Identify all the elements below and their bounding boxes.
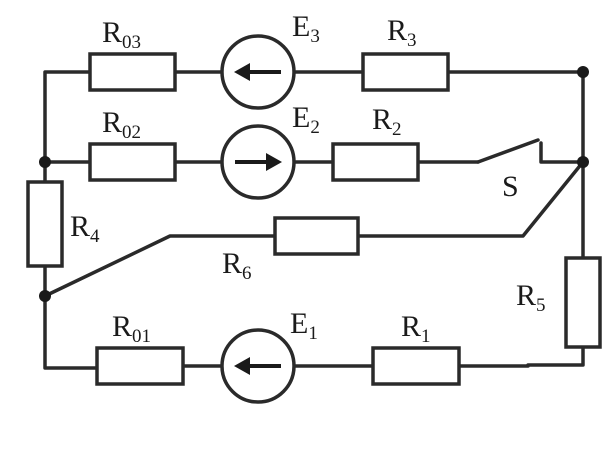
resistor-r1: [371, 346, 461, 386]
label-e1: E1: [290, 307, 318, 344]
wire-right-vertical: [526, 160, 585, 367]
label-r5: R5: [516, 279, 546, 316]
resistor-r03: [88, 52, 177, 92]
label-r02: R02: [102, 106, 141, 143]
arrow-left-icon: [234, 63, 250, 81]
source-e3: [220, 34, 296, 110]
resistor-r5: [564, 256, 602, 349]
label-r6: R6: [222, 247, 252, 284]
switch-blade: [476, 138, 540, 164]
label-r2: R2: [372, 103, 402, 140]
switch-contact: [539, 141, 585, 164]
resistor-r6: [273, 216, 360, 256]
resistor-r2: [331, 142, 420, 182]
label-r03: R03: [102, 16, 141, 53]
arrow-left-icon: [234, 357, 250, 375]
label-r01: R01: [112, 310, 151, 347]
node-top-right: [577, 66, 589, 78]
source-e2: [220, 124, 296, 200]
wire-r6-branch: [43, 160, 585, 298]
label-r3: R3: [387, 14, 417, 51]
wire-top-branch: [43, 70, 585, 164]
arrow-right-icon: [266, 153, 282, 171]
node-right-middle: [577, 156, 589, 168]
source-e1: [220, 328, 296, 404]
label-r1: R1: [401, 310, 431, 347]
label-e2: E2: [292, 101, 320, 138]
resistor-r01: [95, 346, 185, 386]
label-r4: R4: [70, 210, 100, 247]
resistor-r3: [361, 52, 450, 92]
label-e3: E3: [292, 10, 320, 47]
resistor-r4: [26, 180, 64, 268]
label-switch: S: [502, 170, 519, 203]
resistor-r02: [88, 142, 177, 182]
node-left-middle: [39, 156, 51, 168]
node-left-lower: [39, 290, 51, 302]
